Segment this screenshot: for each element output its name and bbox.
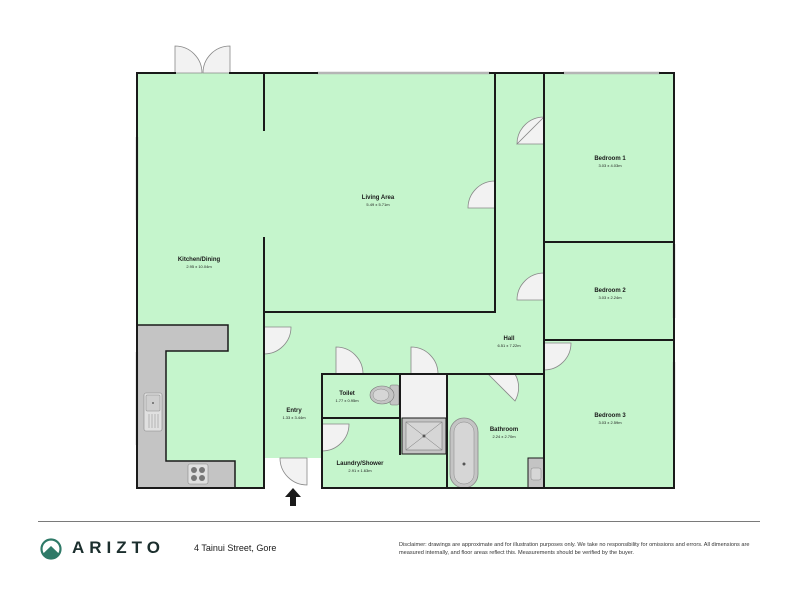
toilet-icon [369, 384, 400, 406]
kitchen-sink-icon [143, 392, 163, 432]
door-bedroom2-icon [516, 272, 545, 301]
room-dimensions: 2.91 x 1.63m [348, 468, 372, 473]
room-label-bathroom: Bathroom 2.24 x 2.70m [490, 426, 518, 440]
room-name: Bedroom 3 [594, 413, 626, 419]
door-bedroom1-icon [516, 116, 545, 145]
up-arrow-icon [285, 488, 301, 506]
room-dimensions: 3.03 x 2.24m [598, 295, 622, 300]
floor-plan [135, 45, 676, 506]
room-label-bedroom-2: Bedroom 2 3.03 x 2.24m [594, 287, 625, 301]
shower-closet [400, 374, 447, 418]
room-label-bedroom-3: Bedroom 3 3.03 x 2.59m [594, 412, 625, 426]
room-name: Hall [503, 336, 515, 342]
french-door-left-icon [174, 45, 203, 74]
room-name: Kitchen/Dining [177, 257, 221, 263]
door-laundry-icon [321, 423, 350, 452]
property-address: 4 Tainui Street, Gore [194, 543, 277, 553]
room-dimensions: 3.03 x 2.59m [598, 420, 622, 425]
room-name: Entry [286, 408, 302, 414]
room-dimensions: 6.51 x 7.22m [497, 343, 521, 348]
room-label-living-area: Living Area 5.49 x 5.71m [362, 194, 394, 208]
doors [174, 45, 572, 486]
door-living-icon [467, 180, 496, 209]
room-dimensions: 2.24 x 2.70m [492, 434, 516, 439]
room-name: Laundry/Shower [336, 461, 384, 467]
room-label-kitchen-dining: Kitchen/Dining 2.95 x 10.04m [178, 256, 220, 270]
room-name: Living Area [361, 195, 395, 201]
mountain-circle-icon [40, 538, 62, 560]
room-name: Toilet [339, 391, 355, 397]
room-label-entry: Entry 1.33 x 3.44m [282, 407, 305, 421]
door-kitchen-icon [263, 326, 292, 355]
room-dimensions: 1.77 x 0.95m [335, 398, 359, 403]
room-label-toilet: Toilet 1.77 x 0.95m [335, 390, 358, 404]
vanity-basin-icon [527, 457, 545, 489]
bathtub-icon [449, 417, 479, 489]
room-dimensions: 1.33 x 3.44m [282, 415, 306, 420]
room-dimensions: 5.49 x 5.71m [366, 202, 390, 207]
room-name: Bedroom 2 [594, 288, 626, 294]
door-bedroom3-icon [543, 342, 572, 371]
room-dimensions: 3.03 x 4.03m [598, 163, 622, 168]
door-toilet-icon [335, 346, 364, 375]
shower-tray-icon [401, 417, 447, 455]
door-entry-icon [279, 457, 308, 486]
brand-name: ARIZTO [72, 538, 165, 557]
room-label-hall: Hall 6.51 x 7.22m [497, 335, 520, 349]
room-name: Bathroom [489, 427, 519, 433]
disclaimer-text: Disclaimer: drawings are approximate and… [399, 542, 750, 556]
walls [136, 72, 675, 489]
room-dimensions: 2.95 x 10.04m [186, 264, 212, 269]
french-door-right-icon [202, 45, 231, 74]
room-label-laundry-shower: Laundry/Shower 2.91 x 1.63m [336, 460, 383, 474]
door-closet-icon [410, 346, 439, 375]
room-label-bedroom-1: Bedroom 1 3.03 x 4.03m [594, 155, 625, 169]
cooktop-icon [187, 463, 209, 485]
footer-divider [38, 521, 760, 522]
room-name: Bedroom 1 [594, 156, 626, 162]
